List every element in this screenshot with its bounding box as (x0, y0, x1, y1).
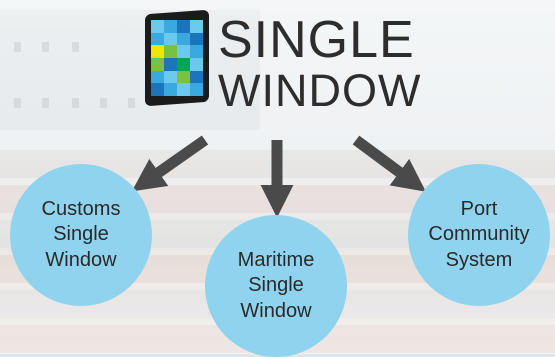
logo-tile (177, 70, 190, 84)
logo-tile (164, 83, 177, 96)
logo-word-single: SINGLE (218, 11, 415, 69)
ship-hull (0, 10, 260, 130)
logo-tile (151, 70, 164, 84)
node-maritime-line3: Window (240, 299, 312, 322)
node-customs-line2: Single (53, 223, 109, 246)
logo-tile (164, 20, 177, 33)
logo-tile (177, 58, 190, 71)
logo-tile (164, 32, 177, 46)
logo-tile (190, 70, 203, 84)
logo-tile (190, 58, 203, 71)
logo-tile (151, 58, 164, 71)
node-maritime-line1: Maritime (237, 248, 315, 271)
logo-tile (177, 45, 190, 58)
logo-tile (151, 20, 164, 33)
logo-word-window: WINDOW (218, 65, 422, 116)
node-port-line2: Community (428, 223, 530, 246)
node-customs-single-window: Customs Single Window (10, 164, 152, 306)
logo-tile (177, 20, 190, 33)
node-customs-line3: Window (45, 248, 117, 271)
logo-tile (190, 83, 203, 96)
logo-tile (177, 83, 190, 96)
arrow-to-customs (131, 135, 209, 192)
logo-tile (190, 32, 203, 46)
node-port-line1: Port (460, 197, 498, 220)
node-maritime-line2: Single (248, 274, 304, 297)
logo-tile (164, 58, 177, 71)
single-window-logo-mark (145, 9, 215, 108)
logo-tile-grid (151, 20, 203, 96)
node-customs-line1: Customs (41, 197, 121, 220)
logo-tile (151, 32, 164, 46)
logo-tile (164, 45, 177, 58)
node-port-line3: System (445, 248, 513, 271)
logo-tile (151, 45, 164, 58)
logo-tile (164, 70, 177, 84)
logo-tile (177, 32, 190, 46)
logo-tile (151, 83, 164, 96)
logo-tile (190, 20, 203, 33)
logo-tile (190, 45, 203, 58)
node-port-community-system: Port Community System (408, 164, 550, 306)
node-maritime-single-window: Maritime Single Window (205, 215, 347, 357)
logo-wordmark: SINGLE WINDOW (218, 14, 421, 113)
arrow-to-port (352, 135, 426, 192)
